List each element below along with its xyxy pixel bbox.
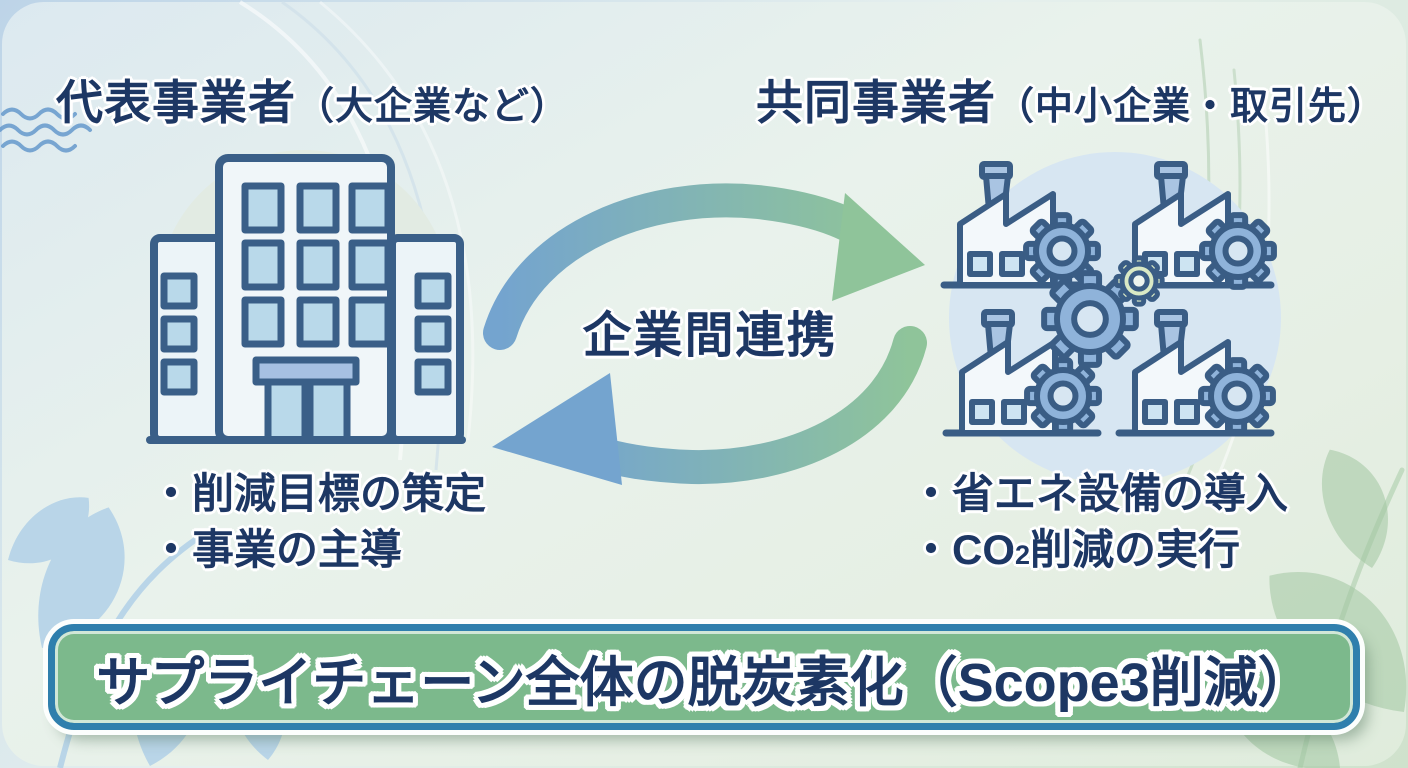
co2-subscript: 2 [1015,540,1031,570]
gear-icon [1024,357,1102,435]
right-bullet-1: ・省エネ設備の導入 [910,470,1289,517]
right-title-note: （中小企業・取引先） [996,86,1387,128]
factories-and-gears-icon [920,152,1281,480]
gear-icon [1199,212,1277,290]
left-bullet-list: ・削減目標の策定 ・事業の主導 [150,466,486,578]
right-section-title: 共同事業者（中小企業・取引先） [756,64,1386,133]
gear-icon [1041,270,1139,368]
gear-icon [1198,357,1276,435]
right-bullet-list: ・省エネ設備の導入 ・CO2削減の実行 [910,466,1288,583]
left-bullet-1: ・削減目標の策定 [150,470,487,517]
left-bullet-2: ・事業の主導 [150,526,403,573]
cycle-arrows-icon [483,183,927,485]
top-arrow [483,183,925,350]
summary-banner: サプライチェーン全体の脱炭素化（Scope3削減） [48,624,1360,730]
gear-icon-green [1113,255,1165,307]
bottom-arrow [492,326,927,485]
center-label: 企業間連携 [582,309,838,363]
left-title-note: （大企業など） [296,86,570,128]
right-bullet-2: ・CO2削減の実行 [910,522,1288,583]
co2-prefix: ・CO [910,526,1016,573]
right-title-text: 共同事業者 [756,76,996,129]
office-building-icon [146,150,466,444]
wave-lines-icon [0,107,92,153]
banner-text: サプライチェーン全体の脱炭素化（Scope3削減） [96,652,1312,713]
left-section-title: 代表事業者（大企業など） [56,64,569,133]
left-title-text: 代表事業者 [56,76,296,129]
co2-suffix: 削減の実行 [1030,526,1241,573]
